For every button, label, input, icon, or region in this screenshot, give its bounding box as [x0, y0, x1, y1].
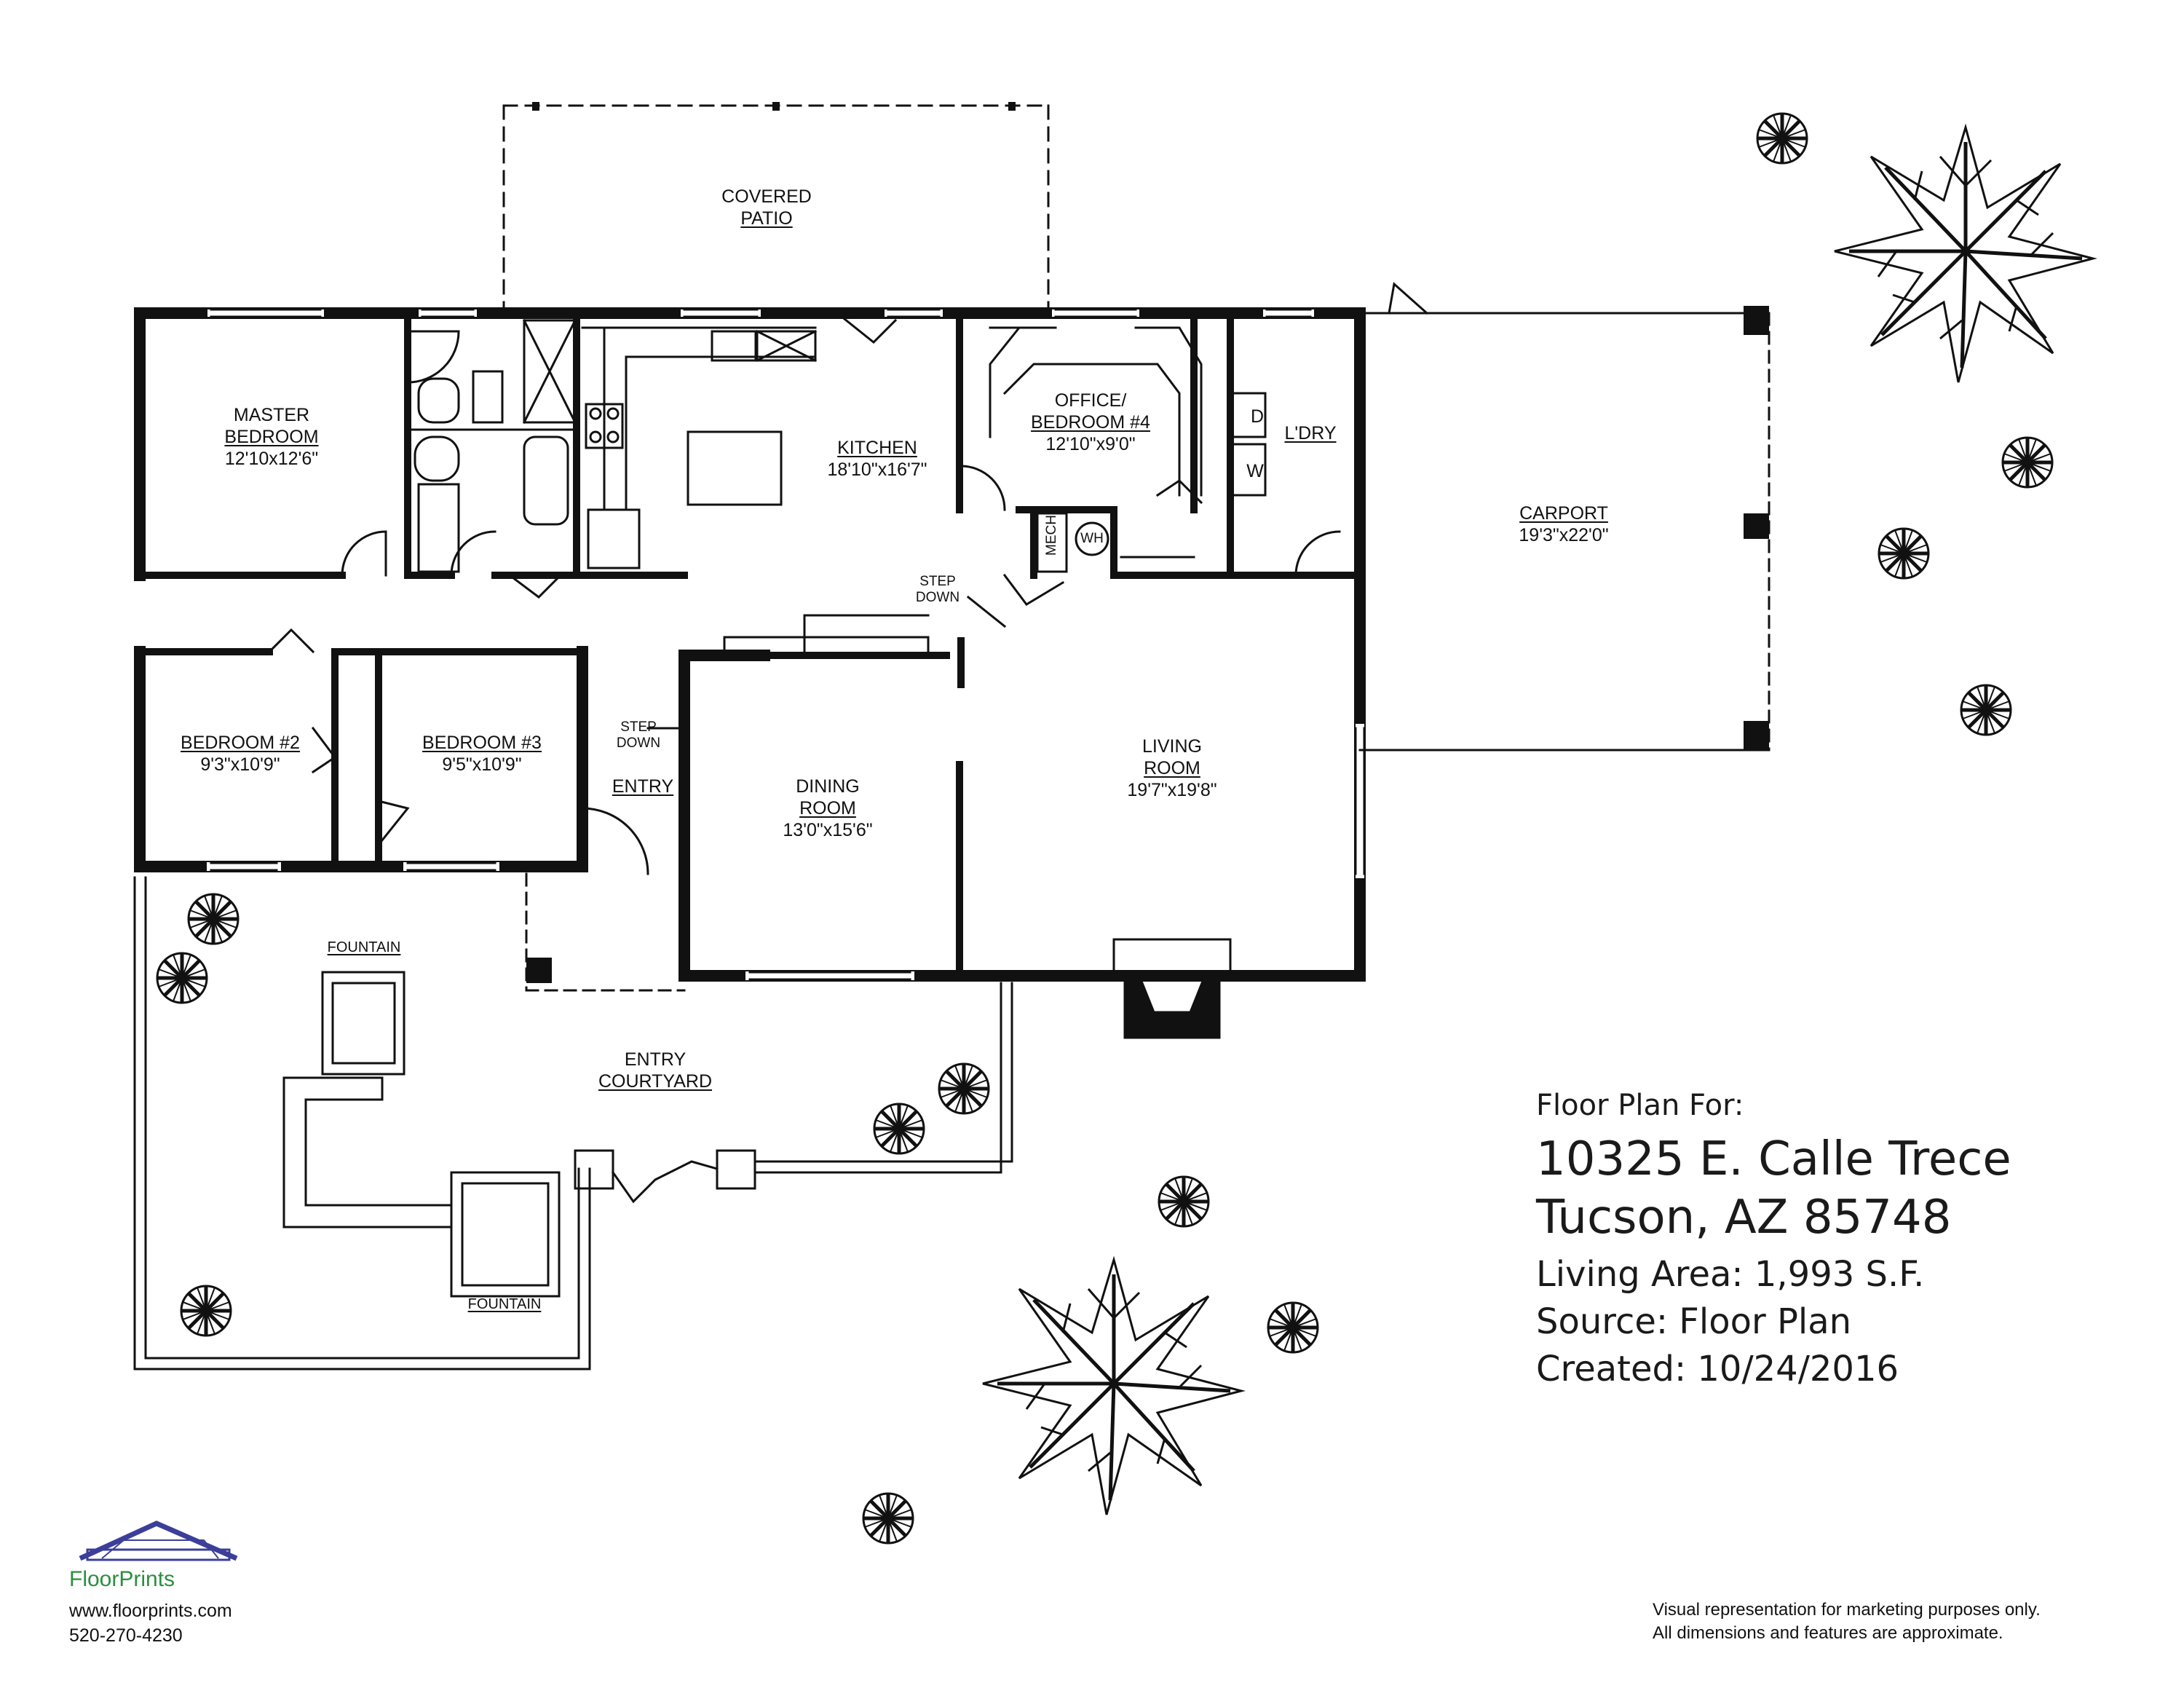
- bedroom3-label: BEDROOM #3 9'5"x10'9": [422, 733, 542, 775]
- address-line-1: 10325 E. Calle Trece: [1536, 1132, 2011, 1186]
- created-date: Created: 10/24/2016: [1536, 1349, 1899, 1389]
- laundry-label: L'DRY: [1284, 423, 1337, 443]
- fountain-label-bottom: FOUNTAIN: [467, 1296, 542, 1312]
- step-down-label-kitchen: STEP DOWN: [915, 574, 960, 605]
- windows: [207, 308, 1366, 981]
- disclaimer-line-2: All dimensions and features are approxim…: [1653, 1623, 2003, 1643]
- carport-label: CARPORT 19'3"x22'0": [1519, 503, 1609, 545]
- brand-name: FloorPrints: [69, 1567, 175, 1591]
- exterior-walls: [134, 307, 1366, 982]
- master-bedroom-label: MASTER BEDROOM 12'10x12'6": [224, 405, 319, 469]
- step-down-label-entry: STEP DOWN: [616, 719, 661, 751]
- phone-number: 520-270-4230: [69, 1625, 183, 1646]
- bath-fixtures: [406, 318, 578, 573]
- living-room-label: LIVING ROOM 19'7"x19'8": [1127, 736, 1217, 800]
- mech-label: MECH: [1044, 515, 1059, 556]
- kitchen-counters: [581, 326, 930, 657]
- floorprints-logo-icon: [79, 1521, 238, 1561]
- fountains: [282, 971, 561, 1298]
- kitchen-label: KITCHEN 18'10"x16'7": [827, 438, 927, 480]
- step-down-arrows: [646, 595, 1007, 730]
- website-link[interactable]: www.floorprints.com: [69, 1601, 232, 1621]
- living-area: Living Area: 1,993 S.F.: [1536, 1254, 1925, 1295]
- office-builtins: [989, 326, 1267, 573]
- interior-walls: [136, 309, 1364, 979]
- office-label: OFFICE/ BEDROOM #4 12'10"x9'0": [1031, 390, 1150, 454]
- washer-label: W: [1246, 461, 1264, 481]
- water-heater-label: WH: [1080, 531, 1104, 546]
- floor-plan-heading: Floor Plan For:: [1536, 1089, 1744, 1122]
- entry-label: ENTRY: [612, 776, 674, 797]
- disclaimer-line-1: Visual representation for marketing purp…: [1653, 1600, 2041, 1620]
- fireplace: [1112, 938, 1232, 1039]
- carport-posts: [1744, 306, 1769, 750]
- address-line-2: Tucson, AZ 85748: [1536, 1191, 1952, 1245]
- dining-room-label: DINING ROOM 13'0"x15'6": [783, 776, 873, 840]
- bedroom2-label: BEDROOM #2 9'3"x10'9": [181, 733, 300, 775]
- fountain-label-top: FOUNTAIN: [327, 939, 401, 955]
- covered-patio-label: COVERED PATIO: [721, 186, 812, 229]
- source: Source: Floor Plan: [1536, 1301, 1852, 1342]
- dryer-label: D: [1250, 406, 1265, 427]
- entry-courtyard-label: ENTRY COURTYARD: [598, 1049, 713, 1092]
- doors: [267, 282, 1429, 875]
- courtyard-wall: [133, 876, 1013, 1370]
